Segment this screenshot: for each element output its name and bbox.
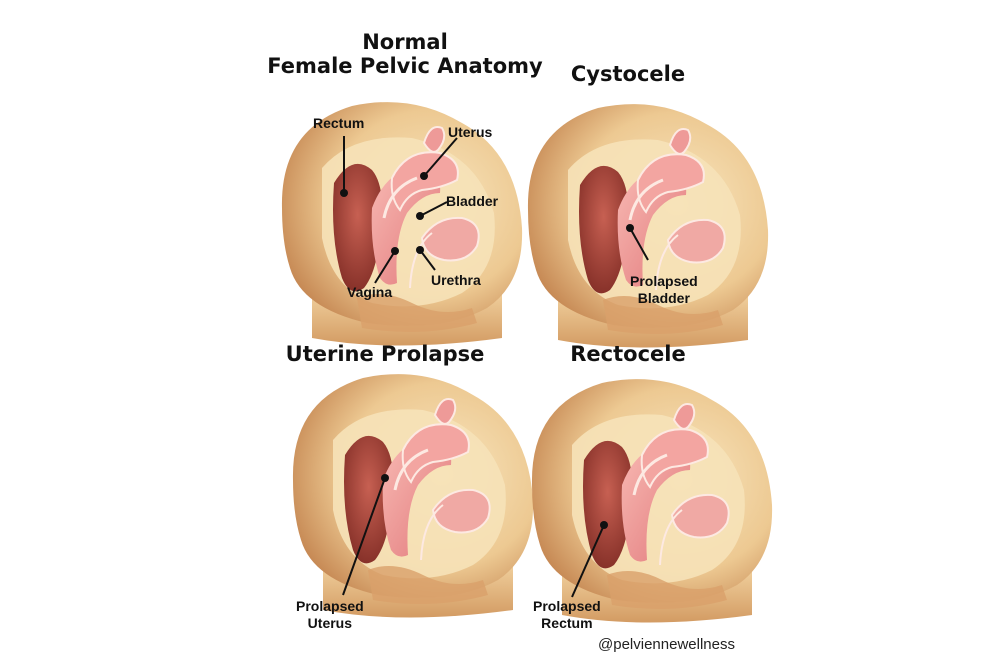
credit-handle: @pelviennewellness [598, 636, 735, 653]
panel-title-uterine-prolapse: Uterine Prolapse [285, 342, 485, 366]
label-urethra: Urethra [431, 272, 481, 288]
label-prolapsed-rectum-line2: Rectum [541, 614, 593, 631]
uterine-prolapse-illustration [291, 372, 535, 619]
label-prolapsed-bladder: Prolapsed Bladder [630, 273, 698, 307]
label-prolapsed-bladder-line1: Prolapsed [630, 273, 698, 289]
label-prolapsed-bladder-line2: Bladder [637, 289, 690, 306]
title-line-female-pelvic-anatomy: Female Pelvic Anatomy [267, 54, 543, 79]
label-prolapsed-rectum-line1: Prolapsed [533, 598, 601, 614]
label-prolapsed-uterus: Prolapsed Uterus [296, 598, 364, 632]
title-line-normal: Normal [362, 30, 448, 54]
panel-title-normal: Normal Female Pelvic Anatomy [255, 30, 555, 78]
label-vagina: Vagina [347, 284, 393, 300]
rectocele-illustration [530, 377, 774, 624]
normal-anatomy-illustration [280, 100, 524, 348]
label-uterus: Uterus [448, 124, 493, 140]
label-prolapsed-uterus-line1: Prolapsed [296, 598, 364, 614]
panel-title-cystocele: Cystocele [570, 62, 686, 86]
cystocele-illustration [526, 102, 770, 350]
label-rectum: Rectum [313, 115, 365, 131]
panel-title-rectocele: Rectocele [570, 342, 686, 366]
label-bladder: Bladder [446, 193, 499, 209]
label-prolapsed-rectum: Prolapsed Rectum [533, 598, 601, 632]
label-prolapsed-uterus-line2: Uterus [307, 614, 353, 631]
